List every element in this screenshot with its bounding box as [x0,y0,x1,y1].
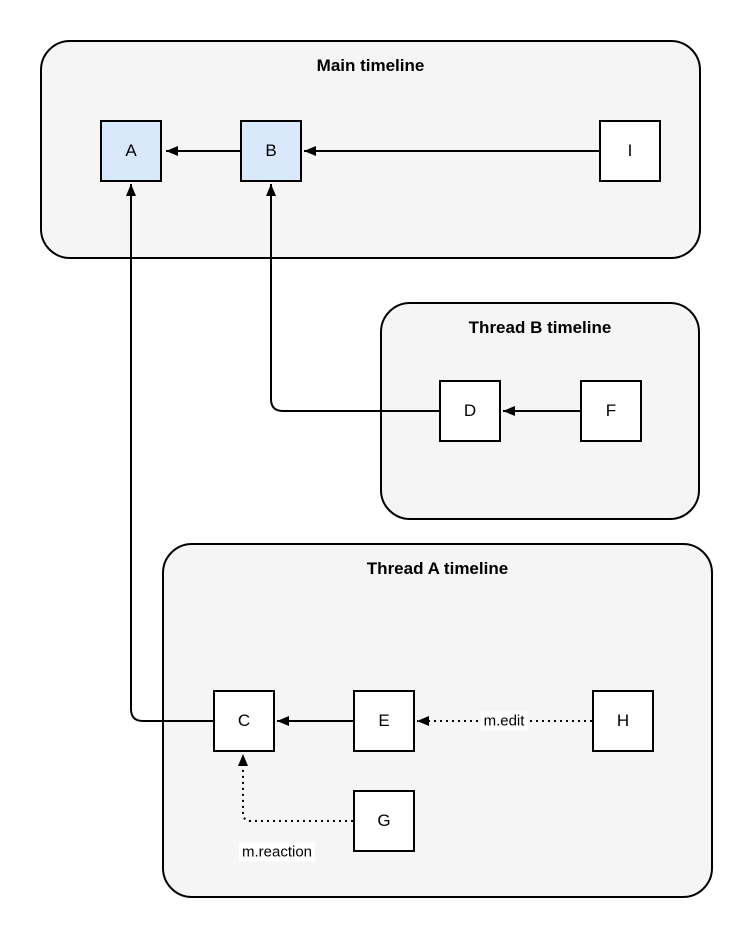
node-event-g: G [353,790,415,852]
edge-label-m-edit: m.edit [480,711,528,731]
node-label-c: C [237,711,251,730]
node-label-a: A [125,141,137,160]
node-event-e: E [353,690,415,752]
node-label-f: F [605,401,617,420]
node-label-i: I [627,141,633,160]
node-event-i: I [599,120,661,182]
node-event-a: A [100,120,162,182]
group-title-thread-a-timeline: Thread A timeline [366,559,509,578]
node-label-h: H [616,711,630,730]
group-title-thread-b-timeline: Thread B timeline [468,318,612,337]
node-label-d: D [463,401,477,420]
node-event-h: H [592,690,654,752]
node-label-b: B [265,141,277,160]
node-event-f: F [580,380,642,442]
node-label-e: E [378,711,390,730]
node-event-c: C [213,690,275,752]
node-event-d: D [439,380,501,442]
node-event-b: B [240,120,302,182]
group-thread-b-timeline: Thread B timeline [380,302,700,520]
group-title-main-timeline: Main timeline [316,56,425,75]
node-label-g: G [377,811,391,830]
edge-label-m-reaction: m.reaction [238,842,316,862]
